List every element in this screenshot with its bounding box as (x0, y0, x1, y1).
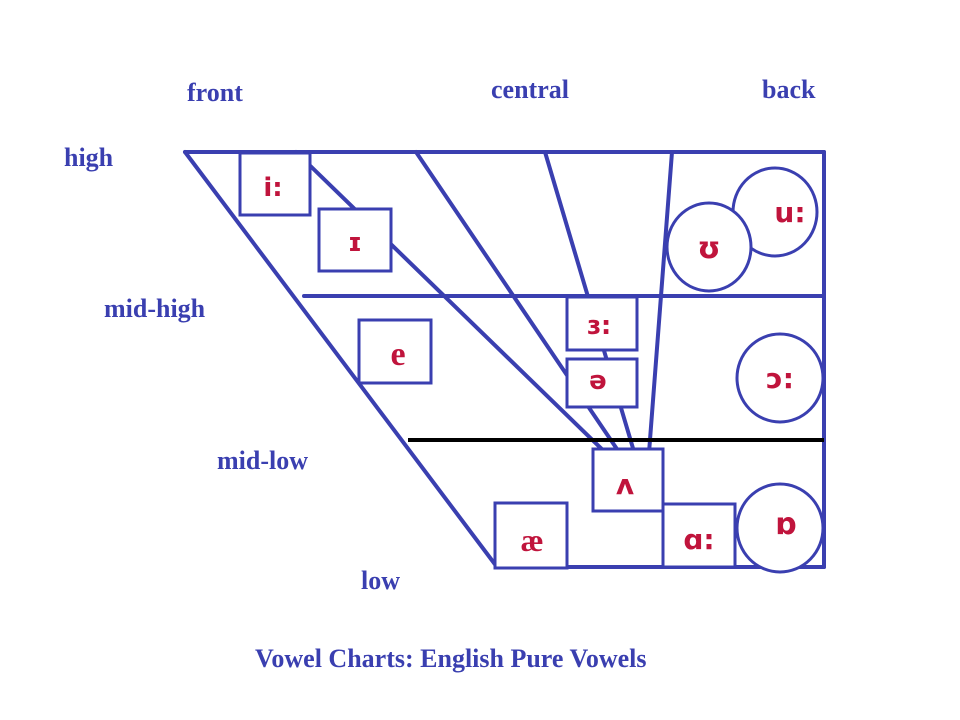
vowel-circle-u-short (665, 201, 753, 293)
chart-caption: Vowel Charts: English Pure Vowels (255, 644, 647, 673)
label-high: high (64, 143, 114, 172)
vowel-circle-o-short (735, 482, 825, 574)
label-mid-high: mid-high (104, 294, 206, 323)
label-central: central (491, 75, 569, 104)
vowel-e: e (390, 336, 405, 373)
vowel-o-long: ɔ: (766, 362, 794, 395)
vowel-box-wedge (591, 447, 665, 513)
vowel-box-e (357, 318, 433, 385)
vowel-schwa: ə (589, 366, 607, 396)
vowel-box-i-short (317, 207, 393, 273)
vowel-circle-o-long (735, 332, 825, 424)
vowel-i-long: i: (263, 173, 282, 203)
chart-front-edge (183, 150, 499, 569)
vowel-box-a-long (661, 502, 737, 569)
label-back: back (762, 75, 816, 104)
vowel-box-er-long (565, 295, 639, 352)
vowel-box-ae (493, 501, 569, 570)
vowel-box-i-long (238, 151, 312, 217)
vowel-i-short: ɪ (348, 228, 362, 258)
vowel-o-short: ɒ (775, 507, 796, 542)
vowel-a-long: ɑ: (683, 523, 714, 556)
vowel-ae: æ (520, 522, 543, 558)
label-mid-low: mid-low (217, 446, 308, 475)
diagonal-line-4 (644, 150, 674, 494)
label-low: low (361, 566, 400, 595)
label-front: front (187, 78, 243, 107)
vowel-u-short: ʊ (697, 231, 720, 266)
diagonal-line-2 (414, 150, 648, 494)
vowel-box-schwa (565, 357, 639, 409)
vowel-er-long: ɜ: (587, 311, 612, 341)
vowel-wedge: ʌ (616, 468, 634, 501)
vowel-u-long: u: (774, 196, 805, 229)
